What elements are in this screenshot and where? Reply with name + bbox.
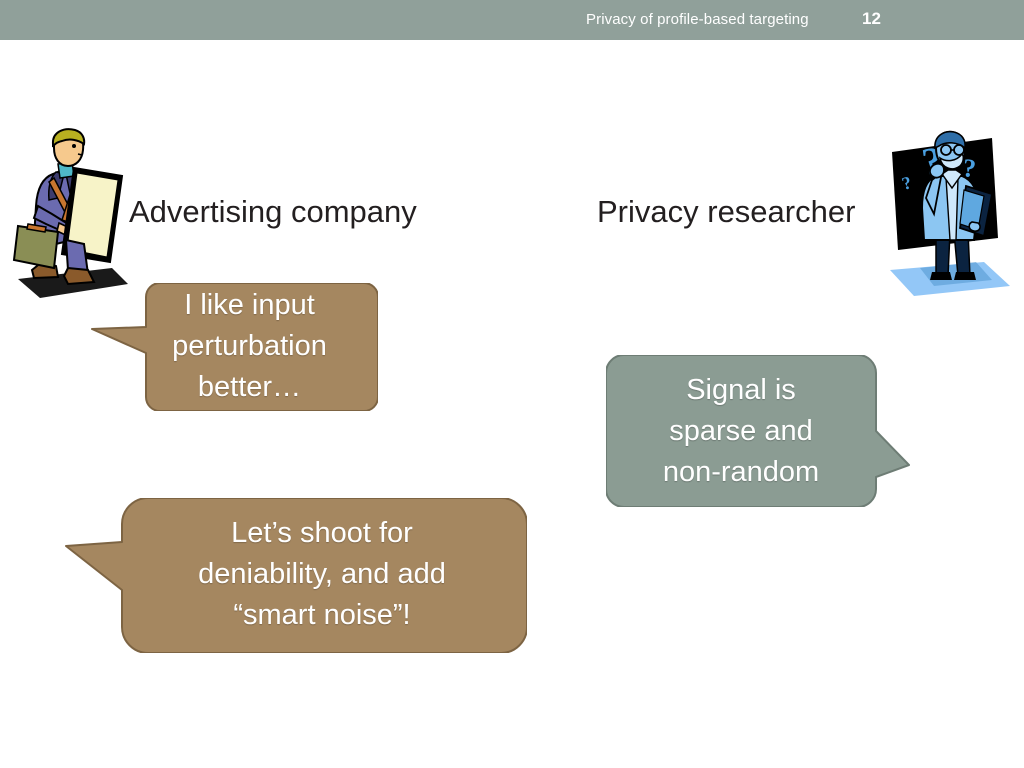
bubble-line: I like input [184,288,315,321]
slide-header-title: Privacy of profile-based targeting [586,11,809,28]
bubble-line: Let’s shoot for [231,517,413,549]
bubble-line: Signal is [686,373,796,406]
speech-bubble-input-perturbation: I like input perturbation better… [88,283,378,411]
bubble-line: sparse and [669,414,813,447]
bubble-line: “smart noise”! [233,599,411,631]
businessman-sandwich-board-icon [12,128,137,303]
bubble-line: perturbation [172,329,327,362]
role-label-privacy-researcher: Privacy researcher [597,194,856,229]
bubble-line: deniability, and add [198,558,446,590]
slide-header-bar [0,0,1024,40]
bubble-line: non-random [662,455,820,488]
speech-bubble-signal-sparse-text: Signal is sparse and non-random [606,355,911,507]
bubble-line: better… [197,370,302,403]
speech-bubble-smart-noise: Let’s shoot for deniability, and add “sm… [62,498,527,653]
thinking-researcher-icon: ? ? ? [884,128,1016,300]
speech-bubble-signal-sparse: Signal is sparse and non-random [606,355,911,507]
role-label-advertising-company: Advertising company [129,194,417,229]
speech-bubble-input-perturbation-text: I like input perturbation better… [88,283,378,411]
speech-bubble-smart-noise-text: Let’s shoot for deniability, and add “sm… [62,498,527,653]
slide-page-number: 12 [862,9,881,28]
svg-text:?: ? [961,153,977,183]
